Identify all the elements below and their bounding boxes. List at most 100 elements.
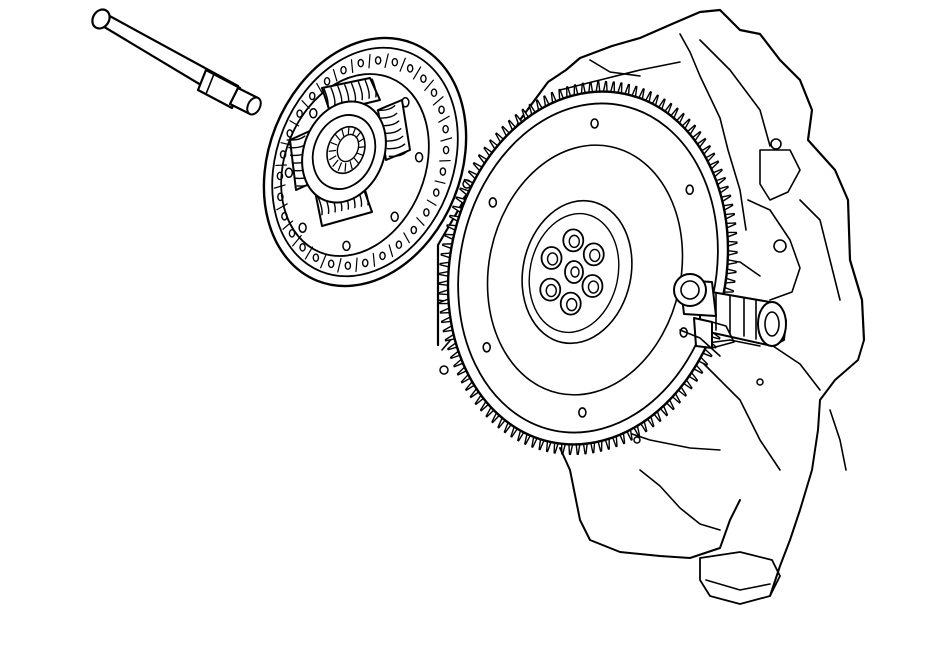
- gear-tooth: [503, 422, 512, 434]
- lining-rivet: [432, 188, 440, 197]
- gear-tooth: [590, 442, 596, 454]
- gear-tooth: [726, 222, 737, 229]
- spring-coil: [388, 151, 408, 158]
- lining-rivet: [344, 261, 352, 270]
- flywheel-bolt-head: [546, 252, 559, 266]
- hub-spline: [344, 162, 347, 172]
- gear-tooth: [724, 212, 736, 220]
- gear-tooth: [438, 270, 449, 277]
- plate-rivet: [298, 222, 307, 233]
- ring-gear-teeth: [438, 80, 738, 456]
- lining-rivet: [442, 124, 449, 134]
- gear-tooth: [456, 366, 467, 376]
- gear-tooth: [604, 438, 611, 450]
- gear-tooth: [631, 85, 638, 97]
- hub-spline: [335, 134, 341, 141]
- pilot-bearing: [564, 260, 584, 284]
- gear-tooth: [510, 426, 518, 438]
- gear-tooth: [439, 307, 450, 314]
- lining-groove: [304, 246, 314, 260]
- gear-tooth: [517, 430, 525, 442]
- spring-coil: [286, 135, 306, 141]
- hub-spline: [341, 128, 345, 137]
- lining-rivet: [442, 145, 450, 155]
- lining-groove: [434, 180, 446, 184]
- gear-tooth: [560, 443, 566, 455]
- gear-tooth: [565, 86, 572, 98]
- gear-tooth: [723, 203, 734, 211]
- lining-rivet: [361, 258, 369, 268]
- lining-rivet: [423, 208, 430, 217]
- mounting-hole: [482, 341, 492, 353]
- lining-rivet: [288, 229, 296, 238]
- gear-tooth: [438, 280, 449, 287]
- lining-groove: [424, 79, 434, 92]
- lining-groove: [372, 252, 376, 267]
- pilot-bearing-puller: [673, 273, 787, 357]
- gear-tooth: [452, 205, 463, 214]
- lining-rivet: [374, 56, 382, 65]
- lining-rivet: [357, 58, 365, 68]
- hub-splines: [328, 126, 366, 172]
- gear-tooth: [580, 82, 586, 94]
- gear-tooth: [619, 433, 626, 445]
- lining-rivet: [391, 57, 399, 67]
- lining-groove: [337, 257, 342, 273]
- friction-lining-rivets: [273, 53, 453, 273]
- lining-rivet: [438, 105, 445, 115]
- spring-coil: [386, 143, 406, 150]
- gear-tooth: [658, 98, 666, 110]
- gear-tooth: [602, 80, 608, 92]
- gear-tooth: [575, 444, 581, 456]
- gear-tooth: [718, 185, 729, 194]
- lining-rivet: [439, 167, 447, 176]
- lining-rivet: [312, 253, 320, 262]
- spring-coil: [317, 196, 323, 216]
- gear-tooth: [626, 429, 633, 441]
- lining-groove: [426, 199, 437, 206]
- gear-tooth: [709, 160, 720, 170]
- gear-tooth: [524, 433, 531, 445]
- flywheel-bolt: [582, 242, 605, 267]
- gear-tooth: [582, 443, 588, 455]
- flywheel-bolt-head: [545, 283, 557, 298]
- gear-tooth: [443, 233, 455, 240]
- flywheel: [438, 80, 738, 456]
- lining-groove: [440, 137, 453, 142]
- lining-groove: [350, 59, 354, 74]
- gear-tooth: [448, 214, 460, 222]
- gear-tooth: [725, 277, 736, 284]
- hub-spline: [328, 149, 337, 152]
- hub-spline: [356, 152, 364, 156]
- lining-groove: [432, 96, 444, 106]
- gear-tooth: [651, 94, 659, 106]
- lining-rivet: [395, 240, 403, 250]
- gear-tooth: [712, 168, 723, 178]
- lining-rivet: [276, 171, 284, 181]
- gear-tooth: [727, 240, 738, 247]
- flywheel-bolt-head: [587, 280, 600, 294]
- lining-groove: [368, 53, 371, 69]
- spring-coil: [376, 105, 396, 112]
- plate-rivet: [390, 211, 399, 222]
- gear-tooth: [438, 298, 449, 305]
- gear-tooth: [558, 88, 564, 100]
- spring-coil: [350, 82, 357, 102]
- gear-tooth: [553, 442, 559, 454]
- hub-spline: [349, 161, 353, 170]
- gear-tooth: [664, 102, 673, 114]
- gear-tooth: [727, 249, 738, 256]
- spring-coil: [364, 79, 370, 99]
- lining-groove: [355, 257, 358, 273]
- spring-coil: [384, 135, 404, 142]
- gear-tooth: [442, 325, 453, 333]
- lining-rivet: [277, 192, 284, 202]
- lining-groove: [412, 66, 422, 80]
- gear-tooth: [444, 333, 455, 342]
- gear-tooth: [543, 95, 550, 107]
- hub-spline: [357, 137, 365, 143]
- gear-tooth: [440, 316, 452, 324]
- gear-tooth: [723, 286, 735, 293]
- gear-tooth: [610, 81, 616, 93]
- lining-rivet: [379, 251, 386, 261]
